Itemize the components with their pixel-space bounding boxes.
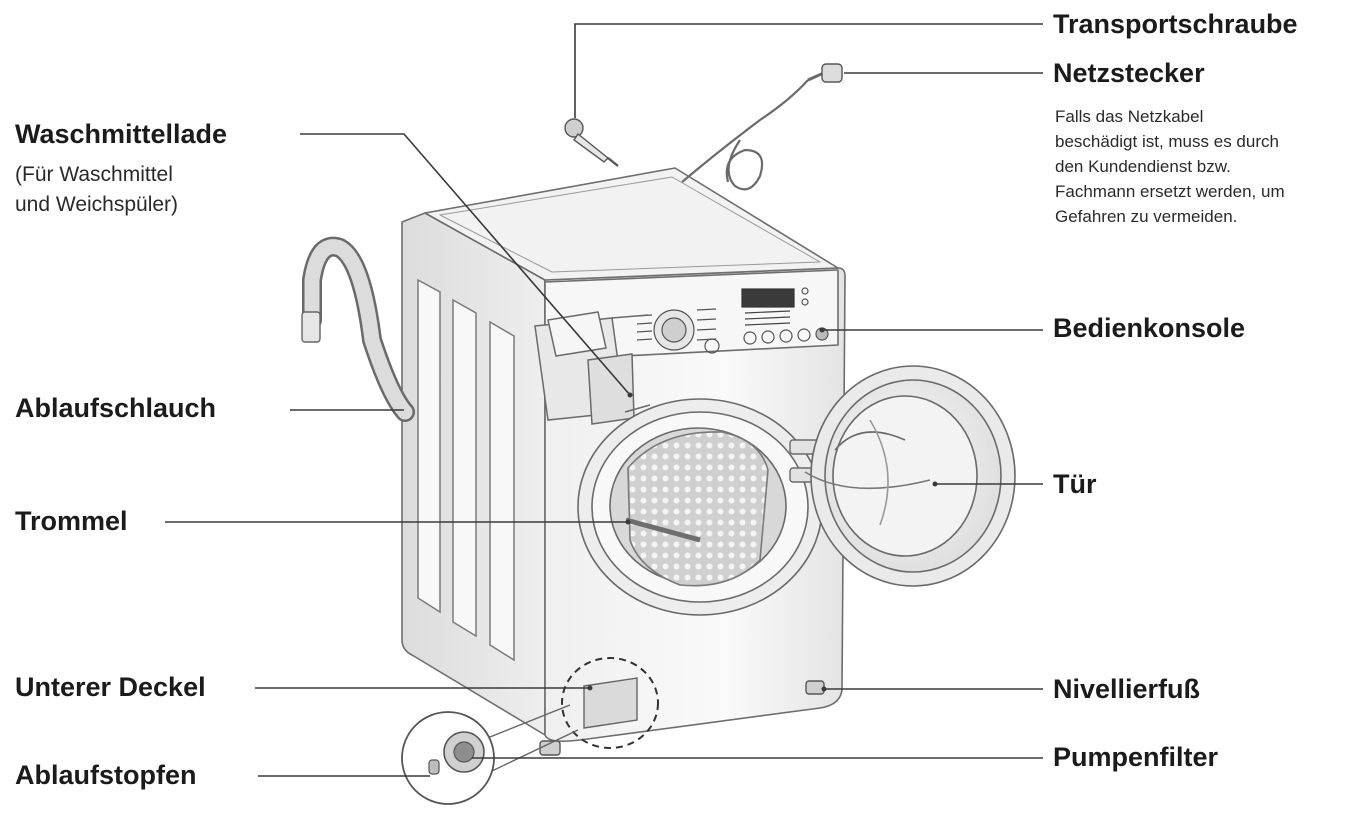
side-strips <box>417 278 515 662</box>
label-transportschraube: Transportschraube <box>1053 9 1298 39</box>
label-unterer-deckel: Unterer Deckel <box>15 672 206 702</box>
label-netzstecker: Netzstecker <box>1053 58 1205 88</box>
feet <box>539 680 825 756</box>
pump-filter-detail <box>401 704 579 805</box>
transport-bolt <box>564 118 619 167</box>
porthole <box>577 398 823 616</box>
power-cord <box>681 63 843 191</box>
leader-lines <box>165 23 1043 777</box>
sub-line: (Für Waschmittel <box>15 163 173 186</box>
top-panel <box>424 167 839 281</box>
leader-dots <box>587 327 938 692</box>
leader-waschmittellade <box>300 133 631 396</box>
label-trommel: Trommel <box>15 506 128 536</box>
drain-hose <box>301 236 415 422</box>
label-waschmittellade-sub: (Für Waschmittel und Weichspüler) <box>15 160 178 220</box>
note-line: den Kundendienst bzw. <box>1055 157 1231 176</box>
note-line: Fachmann ersetzt werden, um <box>1055 182 1285 201</box>
label-tuer: Tür <box>1053 469 1097 499</box>
note-line: Falls das Netzkabel <box>1055 107 1204 126</box>
label-ablaufstopfen: Ablaufstopfen <box>15 760 197 790</box>
detergent-drawer <box>534 311 651 425</box>
leader-transportschraube <box>574 23 1043 118</box>
label-waschmittellade: Waschmittellade <box>15 119 228 149</box>
control-panel-details <box>636 287 829 354</box>
lower-cover <box>561 657 659 749</box>
door <box>804 365 1016 587</box>
label-ablaufschlauch: Ablaufschlauch <box>15 393 217 423</box>
label-bedienkonsole: Bedienkonsole <box>1053 313 1246 343</box>
note-line: Gefahren zu vermeiden. <box>1055 207 1238 226</box>
label-pumpenfilter: Pumpenfilter <box>1053 742 1219 772</box>
note-line: beschädigt ist, muss es durch <box>1055 132 1279 151</box>
label-nivellierfuss: Nivellierfuß <box>1053 674 1201 704</box>
sub-line: und Weichspüler) <box>15 193 179 216</box>
netzstecker-note: Falls das Netzkabel beschädigt ist, muss… <box>1055 104 1354 229</box>
drum <box>627 431 769 587</box>
